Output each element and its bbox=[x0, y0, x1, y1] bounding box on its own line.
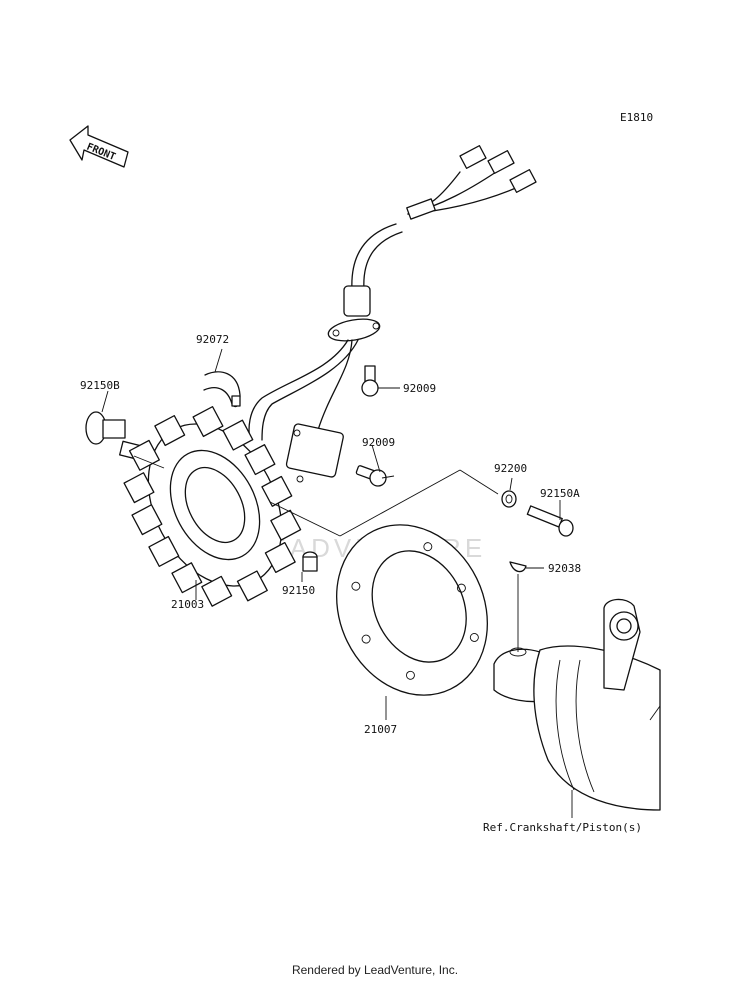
part-label-92150: 92150 bbox=[282, 584, 315, 597]
diagram-code: E1810 bbox=[620, 111, 653, 124]
screw-92009-upper bbox=[361, 365, 379, 397]
front-arrow-icon: FRONT bbox=[69, 125, 129, 168]
footer-credit: Rendered by LeadVenture, Inc. bbox=[291, 963, 459, 977]
bolt-92150a bbox=[526, 505, 574, 537]
screw-92009-lower bbox=[355, 465, 387, 487]
reference-label: Ref.Crankshaft/Piston(s) bbox=[483, 821, 642, 834]
part-label-92150a: 92150A bbox=[540, 487, 580, 500]
key-92038 bbox=[509, 561, 527, 573]
leader-lines bbox=[101, 348, 573, 818]
part-label-92038: 92038 bbox=[548, 562, 581, 575]
crankshaft bbox=[493, 598, 661, 811]
part-label-21003: 21003 bbox=[171, 598, 204, 611]
washer-92200 bbox=[501, 490, 517, 508]
pickup-coil bbox=[285, 423, 344, 483]
bolt-92150 bbox=[302, 551, 318, 572]
clamp-92072 bbox=[203, 371, 241, 408]
part-label-92009-lower: 92009 bbox=[362, 436, 395, 449]
part-label-92072: 92072 bbox=[196, 333, 229, 346]
harness-connectors bbox=[406, 145, 537, 220]
part-label-92200: 92200 bbox=[494, 462, 527, 475]
part-label-21007: 21007 bbox=[364, 723, 397, 736]
rotor-21007 bbox=[336, 524, 488, 696]
stator-21003 bbox=[123, 405, 302, 607]
part-label-92150b: 92150B bbox=[80, 379, 120, 392]
part-labels: 92072 92150B 92009 92009 92200 92150A 92… bbox=[80, 333, 642, 834]
part-label-92009-upper: 92009 bbox=[403, 382, 436, 395]
stator-cable bbox=[248, 223, 403, 441]
